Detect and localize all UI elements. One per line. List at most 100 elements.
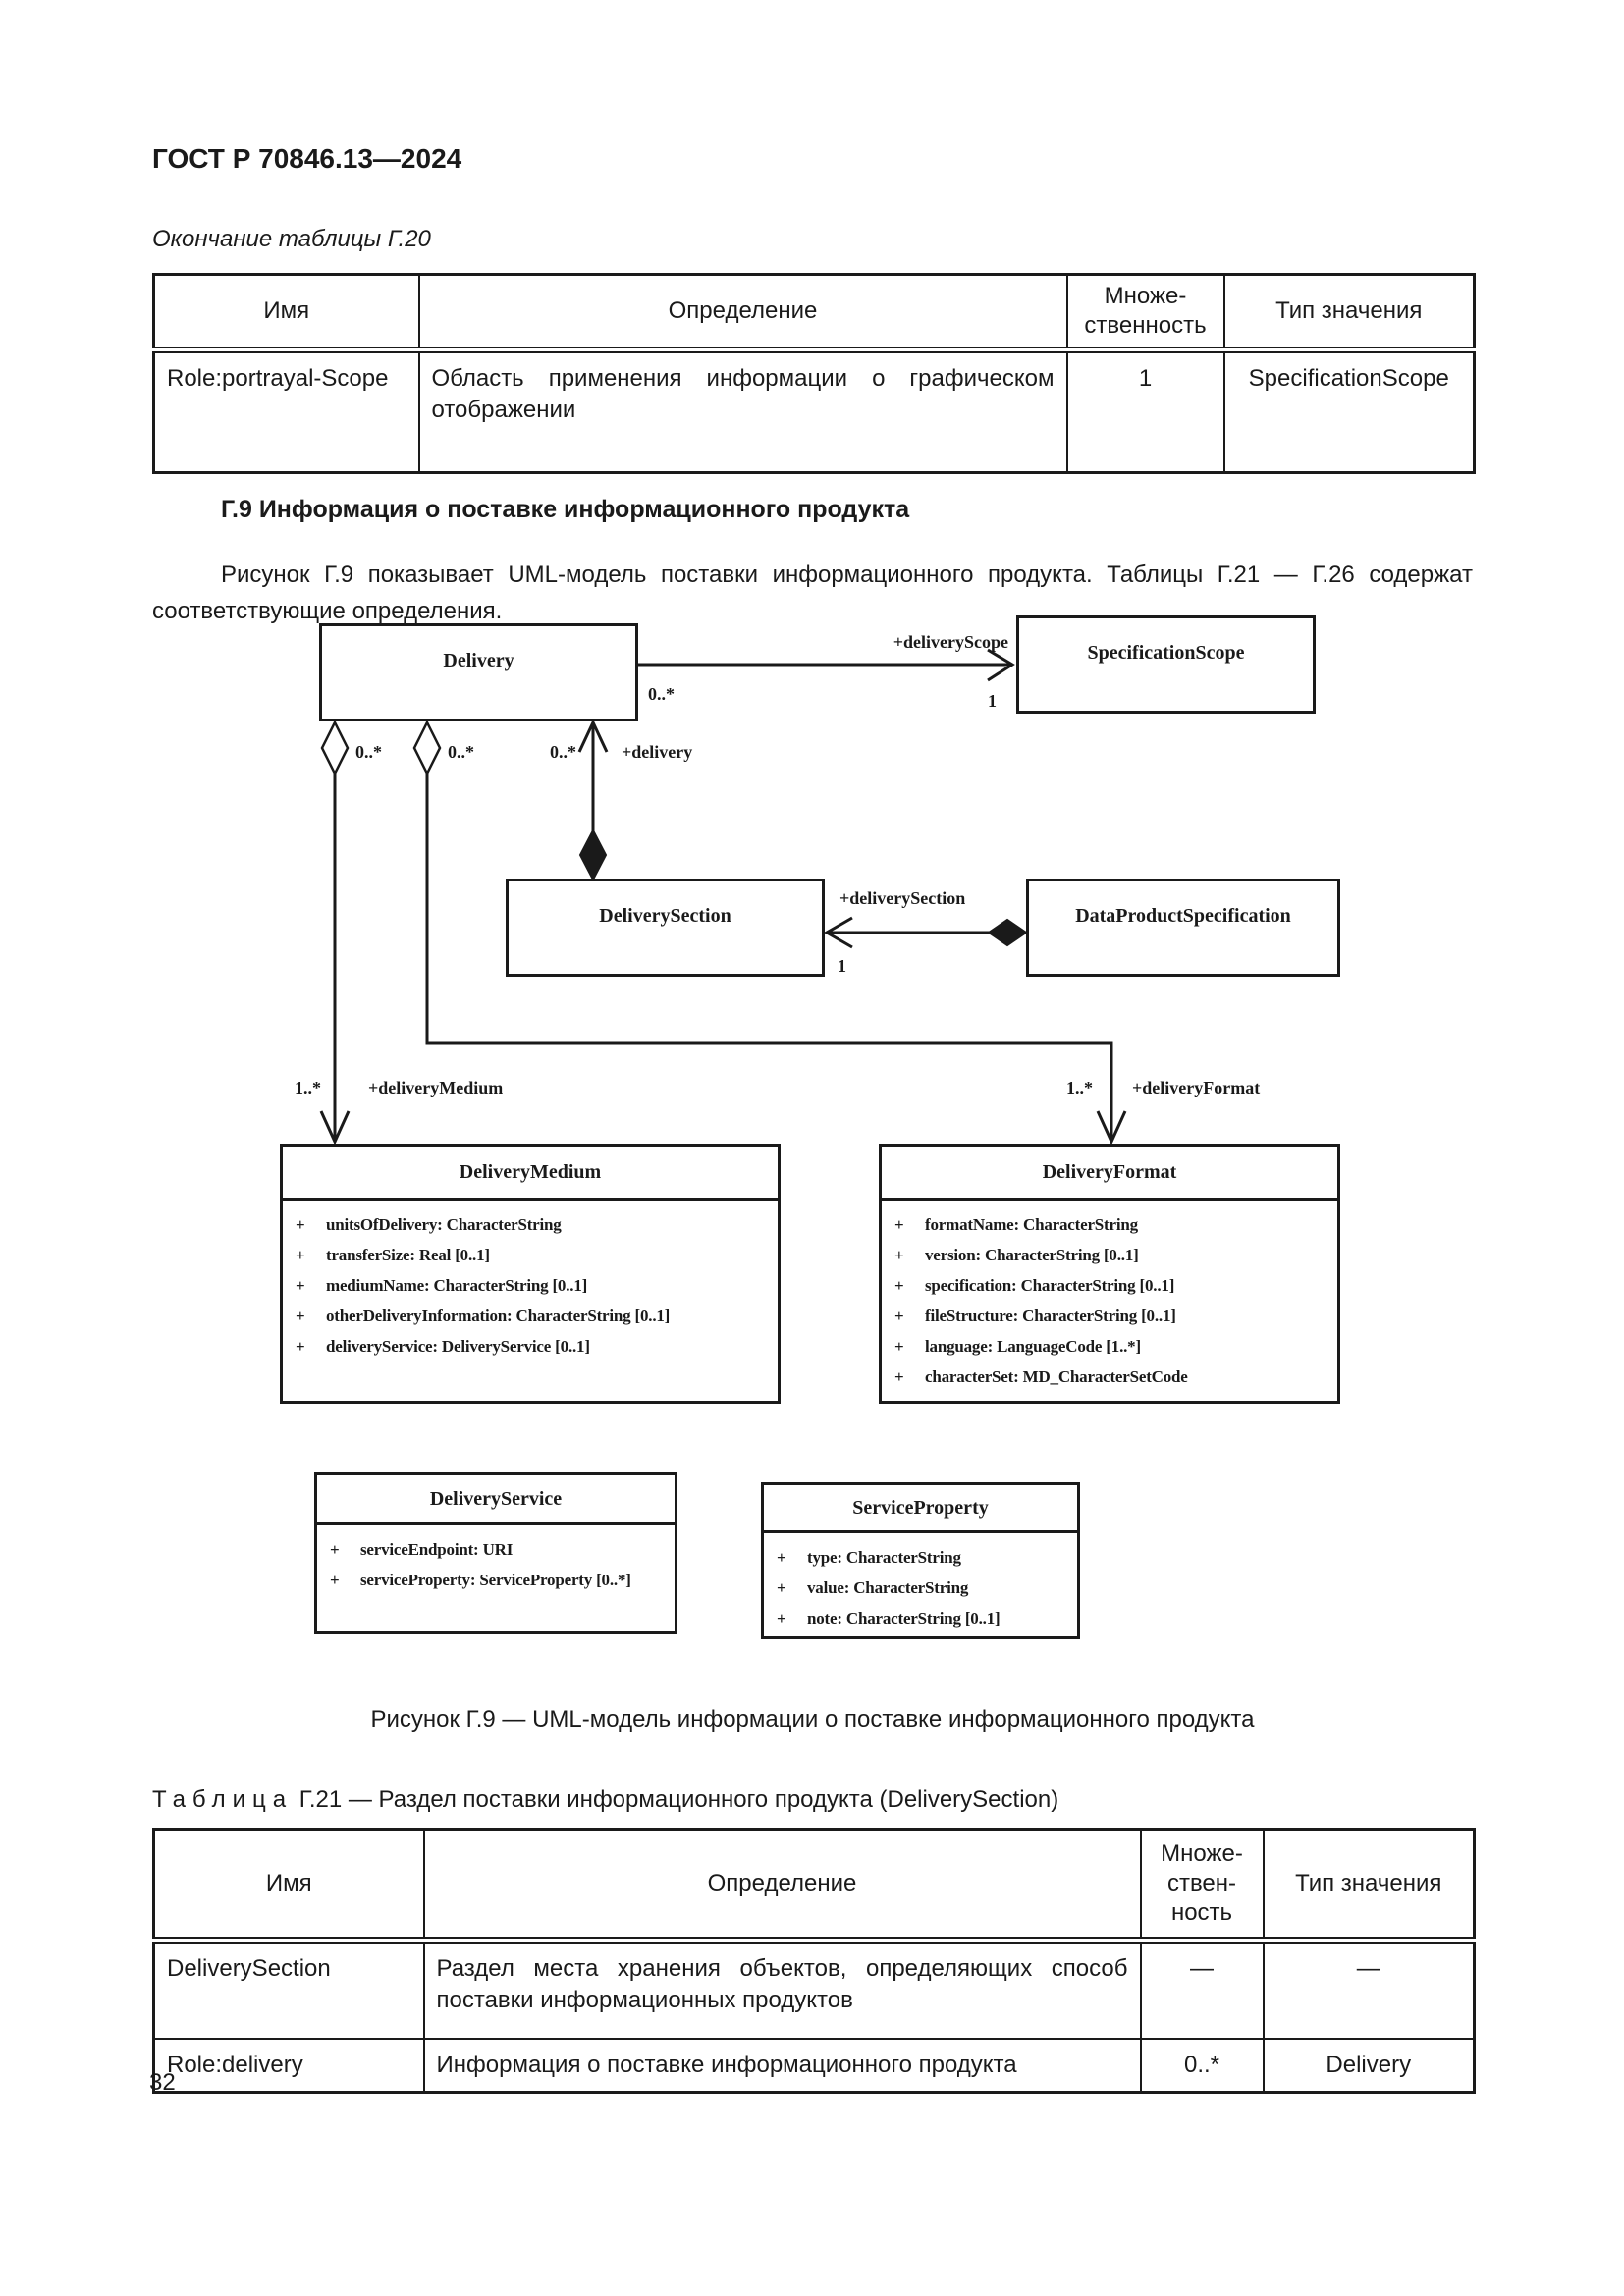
aggregation-delivery-format: 0..* 1..* +deliveryFormat: [412, 720, 1260, 1146]
attribute-text: specification: CharacterString [0..1]: [925, 1276, 1175, 1295]
attribute-text: version: CharacterString [0..1]: [925, 1246, 1139, 1264]
class-title-compartment: DeliveryMedium: [283, 1147, 778, 1201]
role-label: +deliveryScope: [893, 632, 1008, 652]
cell-name: Role:portrayal-Scope: [152, 348, 420, 474]
col-header-multiplicity: Множе- ственность: [1065, 273, 1225, 353]
class-title: Delivery: [443, 650, 514, 671]
section-paragraph: Рисунок Г.9 показывает UML-модель постав…: [152, 561, 1473, 624]
table-g21-heading: Таблица Г.21 — Раздел поставки информаци…: [152, 1787, 1058, 1814]
class-title-compartment: ServiceProperty: [764, 1485, 1077, 1533]
open-arrowhead-right: [987, 648, 1015, 682]
cell-value-type: Delivery: [1262, 2038, 1476, 2094]
attribute-text: fileStructure: CharacterString [0..1]: [925, 1307, 1176, 1325]
role-label: +deliveryMedium: [368, 1078, 503, 1097]
visibility-marker: +: [296, 1215, 305, 1234]
attribute-text: note: CharacterString [0..1]: [807, 1609, 1001, 1628]
cell-value-type: SpecificationScope: [1222, 348, 1476, 474]
composition-diamond: [987, 918, 1028, 947]
visibility-marker: +: [777, 1609, 786, 1628]
cell-multiplicity: 1: [1065, 348, 1225, 474]
attribute-text: deliveryService: DeliveryService [0..1]: [326, 1337, 590, 1356]
doc-number: ГОСТ Р 70846.13—2024: [152, 143, 462, 174]
attribute-row: + unitsOfDelivery: CharacterString: [283, 1209, 778, 1240]
table-header-row: Имя Определение Множе- ствен- ность Тип …: [152, 1828, 1476, 1944]
uml-class-delivery-service: DeliveryService +serviceEndpoint: URI +s…: [314, 1472, 677, 1634]
attribute-row: + deliveryService: DeliveryService [0..1]: [283, 1331, 778, 1362]
visibility-marker: +: [330, 1540, 340, 1559]
cell-definition: Раздел места хранения объектов, определя…: [422, 1939, 1142, 2040]
table-label: Таблица: [152, 1787, 294, 1813]
class-title: DeliveryMedium: [459, 1160, 602, 1183]
multiplicity-label: 1: [838, 956, 846, 976]
class-title: DataProductSpecification: [1075, 905, 1291, 927]
uml-diagram-figure-g9: +deliveryScope 0..* 1 0..* 1..* +deliver…: [152, 609, 1473, 1659]
attribute-row: +mediumName: CharacterString [0..1]: [283, 1270, 778, 1301]
uml-class-delivery-section: DeliverySection: [506, 879, 825, 977]
visibility-marker: +: [296, 1246, 305, 1264]
class-title: DeliveryFormat: [1042, 1160, 1177, 1183]
attribute-text: serviceProperty: ServiceProperty [0..*]: [360, 1571, 631, 1589]
attribute-row: +otherDeliveryInformation: CharacterStri…: [283, 1301, 778, 1331]
visibility-marker: +: [894, 1246, 904, 1264]
attribute-text: formatName: CharacterString: [925, 1215, 1138, 1234]
association-line: [425, 774, 1113, 1142]
visibility-marker: +: [777, 1578, 786, 1597]
visibility-marker: +: [894, 1307, 904, 1325]
table-continuation-note: Окончание таблицы Г.20: [152, 226, 431, 252]
attribute-row: + serviceEndpoint: URI: [317, 1534, 675, 1565]
attribute-row: + specification: CharacterString [0..1]: [882, 1270, 1337, 1301]
uml-class-delivery-medium: DeliveryMedium + unitsOfDelivery: Charact…: [280, 1144, 781, 1404]
cell-multiplicity: —: [1139, 1939, 1265, 2040]
col-header-definition: Определение: [422, 1828, 1142, 1944]
aggregation-delivery-medium: 0..* 1..* +deliveryMedium: [295, 720, 503, 1146]
attribute-text: language: LanguageCode [1..*]: [925, 1337, 1141, 1356]
attribute-text: mediumName: CharacterString [0..1]: [326, 1276, 588, 1295]
col-header-multiplicity: Множе- ствен- ность: [1139, 1828, 1265, 1944]
class-attributes: + serviceEndpoint: URI + serviceProperty: …: [317, 1525, 675, 1595]
attribute-row: + version: CharacterString [0..1]: [882, 1240, 1337, 1270]
uml-connectors: +deliveryScope 0..* 1 0..* 1..* +deliver…: [295, 632, 1260, 1146]
cell-definition: Информация о поставке информационного пр…: [422, 2038, 1142, 2094]
col-header-name: Имя: [152, 1828, 425, 1944]
cell-multiplicity: 0..*: [1139, 2038, 1265, 2094]
cell-definition: Область применения информации о графичес…: [417, 348, 1068, 474]
attribute-row: +type: CharacterString: [764, 1542, 1077, 1573]
multiplicity-label: 0..*: [355, 742, 382, 762]
attribute-row: + note: CharacterString [0..1]: [764, 1603, 1077, 1633]
attribute-row: +transferSize: Real [0..1]: [283, 1240, 778, 1270]
table-g20-end: Имя Определение Множе- ственность Тип зн…: [152, 273, 1476, 474]
attribute-row: + formatName: CharacterString: [882, 1209, 1337, 1240]
class-title-compartment: DeliveryFormat: [882, 1147, 1337, 1201]
attribute-text: characterSet: MD_CharacterSetCode: [925, 1367, 1188, 1386]
attribute-row: +characterSet: MD_CharacterSetCode: [882, 1362, 1337, 1392]
open-arrowhead-down: [1096, 1110, 1127, 1146]
composition-delivery-section-to-delivery: 0..* +delivery: [550, 719, 692, 882]
class-title: DeliverySection: [599, 905, 731, 927]
attribute-row: +language: LanguageCode [1..*]: [882, 1331, 1337, 1362]
uml-class-service-property: ServiceProperty +type: CharacterString +…: [761, 1482, 1080, 1639]
association-delivery-scope: +deliveryScope 0..* 1: [638, 632, 1015, 711]
multiplicity-label: 1..*: [1066, 1078, 1093, 1097]
section-heading: Г.9 Информация о поставке информационног…: [221, 496, 910, 523]
role-label: +deliverySection: [839, 888, 965, 908]
attribute-text: unitsOfDelivery: CharacterString: [326, 1215, 562, 1234]
role-label: +deliveryFormat: [1132, 1078, 1260, 1097]
visibility-marker: +: [894, 1276, 904, 1295]
visibility-marker: +: [296, 1337, 305, 1356]
attribute-row: +value: CharacterString: [764, 1573, 1077, 1603]
uml-class-specification-scope: SpecificationScope: [1016, 615, 1316, 714]
cell-name: Role:delivery: [152, 2038, 425, 2094]
visibility-marker: +: [296, 1307, 305, 1325]
page-number: 32: [149, 2069, 176, 2096]
cell-value-type: —: [1262, 1939, 1476, 2040]
figure-caption: Рисунок Г.9 — UML-модель информации о по…: [370, 1706, 1255, 1733]
multiplicity-label: 0..*: [550, 742, 576, 762]
open-arrowhead-down: [319, 1110, 351, 1146]
col-header-definition: Определение: [417, 273, 1068, 353]
visibility-marker: +: [894, 1215, 904, 1234]
attribute-text: type: CharacterString: [807, 1548, 961, 1567]
open-arrowhead-left: [823, 916, 853, 949]
uml-class-data-product-specification: DataProductSpecification: [1026, 879, 1340, 977]
attribute-text: serviceEndpoint: URI: [360, 1540, 514, 1559]
